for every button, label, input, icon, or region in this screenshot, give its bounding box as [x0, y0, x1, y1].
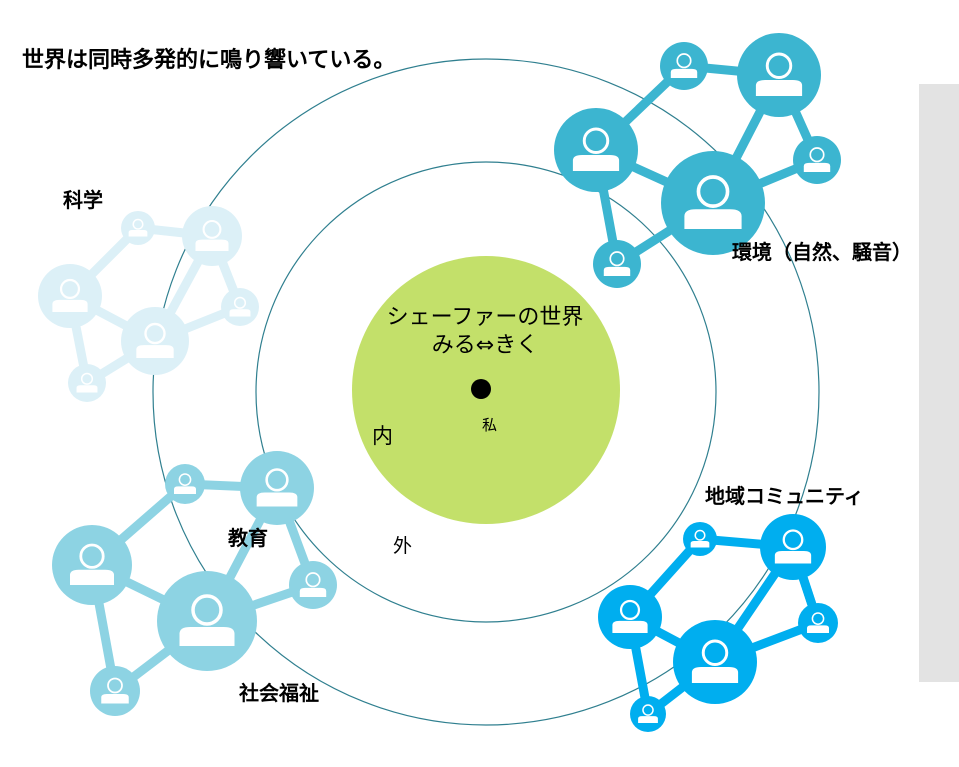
person-icon — [240, 451, 314, 525]
person-icon — [165, 464, 205, 504]
person-icon — [157, 571, 257, 671]
network-kyoiku — [52, 451, 337, 716]
person-icon — [289, 561, 337, 609]
person-icon — [737, 33, 821, 117]
person-icon — [90, 666, 140, 716]
network-kankyo — [554, 33, 841, 288]
person-icon — [182, 206, 242, 266]
person-icon — [683, 522, 717, 556]
me-label: 私 — [482, 416, 498, 434]
person-icon — [760, 514, 826, 580]
network-label-environment: 環境（自然、騒音） — [732, 240, 912, 264]
person-icon — [661, 151, 765, 255]
network-kagaku — [38, 206, 259, 402]
center-subtitle: みる⇔きく — [431, 333, 539, 358]
inner-label: 内 — [372, 424, 393, 448]
page-title: 世界は同時多発的に鳴り響いている。 — [22, 48, 396, 73]
outer-label: 外 — [393, 535, 413, 557]
middle-ring — [255, 161, 717, 623]
person-icon — [673, 620, 757, 704]
person-icon — [793, 136, 841, 184]
network-label-community: 地域コミュニティ — [705, 484, 864, 508]
person-icon — [554, 108, 638, 192]
person-icon — [798, 603, 838, 643]
person-icon — [660, 42, 708, 90]
person-icon — [121, 307, 189, 375]
person-icon — [221, 288, 259, 326]
person-icon — [68, 364, 106, 402]
network-chiiki — [598, 514, 838, 732]
person-icon — [52, 525, 132, 605]
person-icon — [598, 585, 662, 649]
network-label-welfare: 社会福祉 — [239, 681, 319, 705]
person-icon — [630, 696, 666, 732]
person-icon — [593, 240, 641, 288]
me-dot — [471, 379, 491, 399]
network-label-science: 科学 — [63, 188, 103, 212]
network-label-education: 教育 — [228, 526, 268, 550]
center-title: シェーファーの世界 — [386, 305, 584, 330]
outer-ring — [152, 58, 820, 726]
side-panel — [919, 84, 959, 682]
person-icon — [38, 264, 102, 328]
person-icon — [121, 211, 155, 245]
